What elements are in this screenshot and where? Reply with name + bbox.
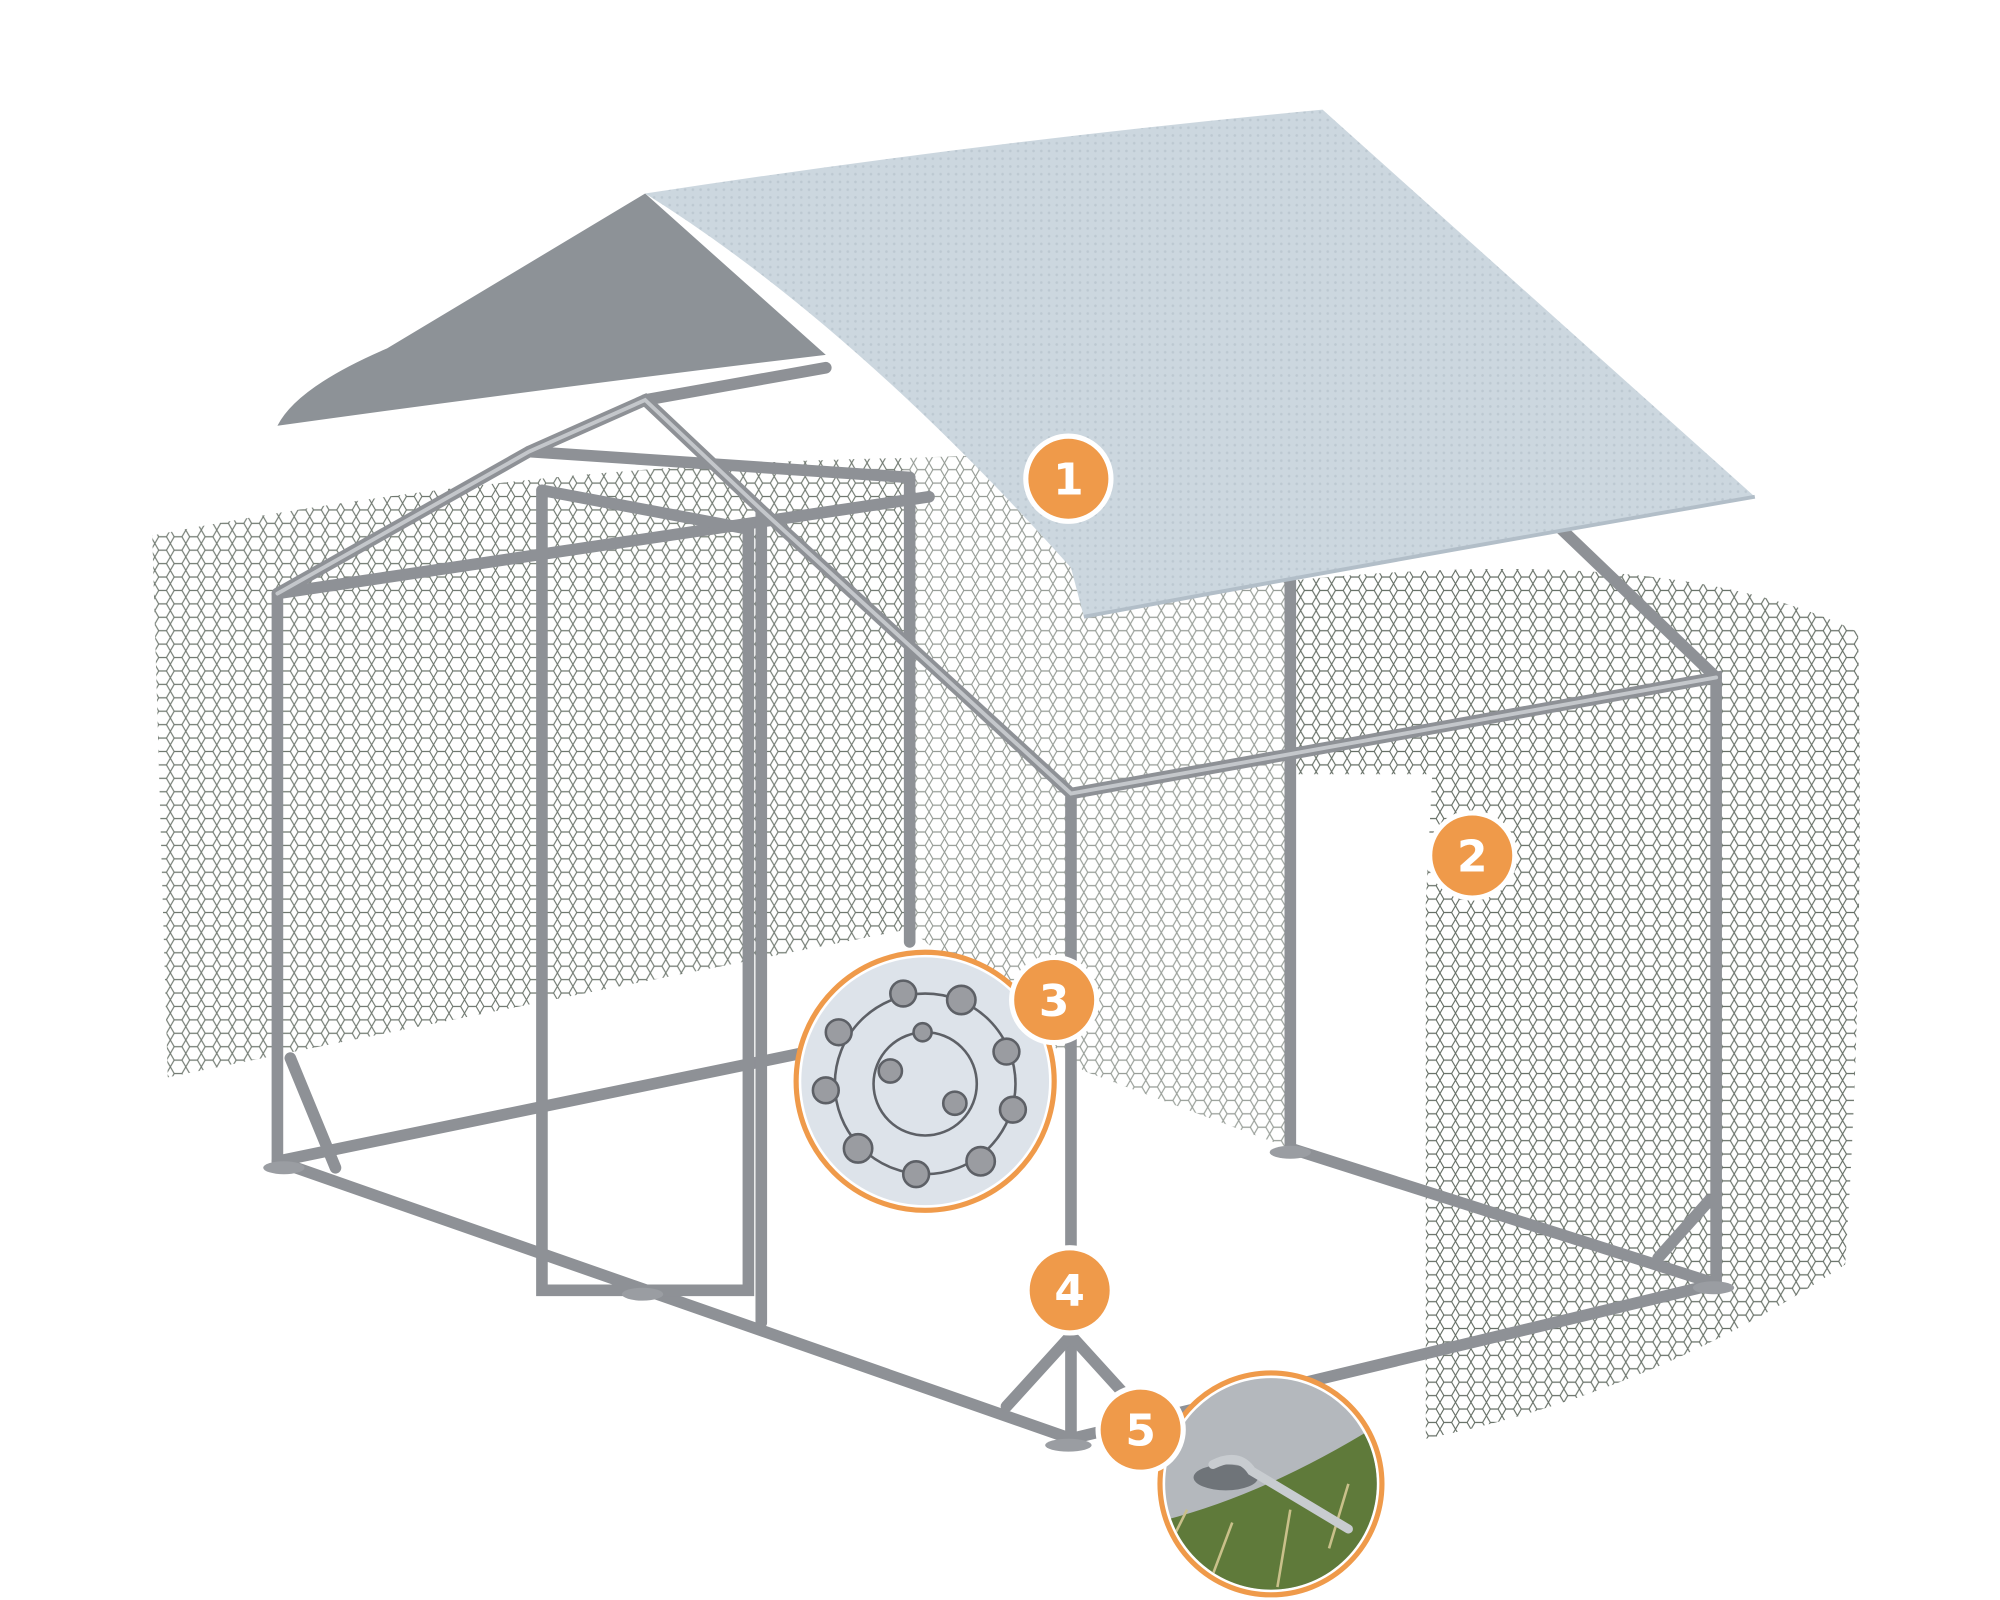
svg-text:4: 4 — [1054, 1266, 1085, 1317]
steel-frame — [263, 361, 1735, 1452]
callout-1-roof: 1 — [1023, 433, 1114, 524]
wire-mesh-left — [152, 458, 910, 1078]
callout-3-coating: 3 — [1009, 954, 1100, 1046]
svg-text:1: 1 — [1053, 455, 1084, 506]
inset-ground-stake — [1157, 1370, 1385, 1598]
roof-cover — [277, 109, 1756, 619]
svg-text:5: 5 — [1125, 1405, 1156, 1456]
inset-coating-molecule — [793, 949, 1057, 1213]
callout-5-ground-stake: 5 — [1095, 1384, 1186, 1475]
callout-4-support-brace: 4 — [1024, 1245, 1115, 1336]
svg-text:2: 2 — [1457, 831, 1488, 882]
callout-2-wire-mesh: 2 — [1427, 810, 1518, 901]
svg-text:3: 3 — [1039, 976, 1070, 1027]
